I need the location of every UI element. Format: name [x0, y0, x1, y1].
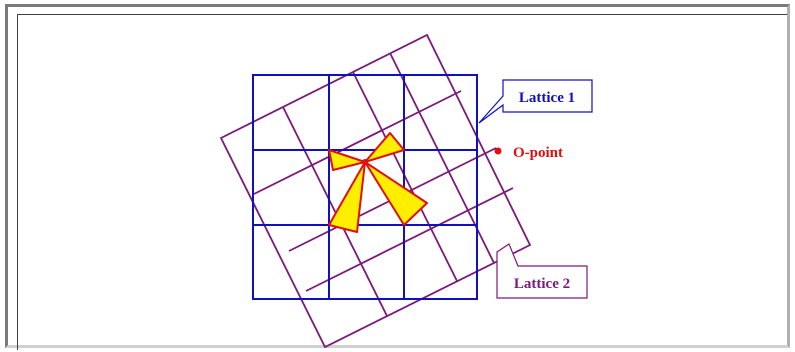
inner-frame — [17, 14, 787, 350]
lattice-1-label: Lattice 1 — [519, 90, 575, 106]
lattice-1-callout: Lattice 1 — [478, 79, 593, 124]
lattice-1-callout-box — [478, 79, 593, 124]
lattice-2-line — [253, 90, 462, 195]
o-point-center — [362, 159, 368, 165]
lattice-1-grid — [252, 74, 478, 300]
triangle — [328, 161, 366, 233]
triangle — [328, 149, 366, 171]
o-point-legend: O-point — [494, 145, 563, 161]
lattice-2-callout-box — [496, 243, 588, 299]
lattice-2-line — [305, 187, 514, 292]
triangle — [364, 161, 428, 226]
o-point-bullet — [494, 147, 502, 155]
lattice-2-grid — [219, 33, 532, 349]
lattice-2-label: Lattice 2 — [514, 276, 570, 292]
o-point-label: O-point — [513, 145, 563, 161]
lattice-2-callout: Lattice 2 — [496, 243, 588, 299]
lattice-2-line — [282, 106, 388, 317]
lattice-2-outline — [219, 33, 532, 349]
lattice-1-outline — [252, 74, 478, 300]
triangle — [364, 132, 405, 163]
outer-frame — [5, 4, 790, 348]
lattice-2-line — [389, 52, 495, 264]
coincidence-triangles — [328, 132, 428, 233]
